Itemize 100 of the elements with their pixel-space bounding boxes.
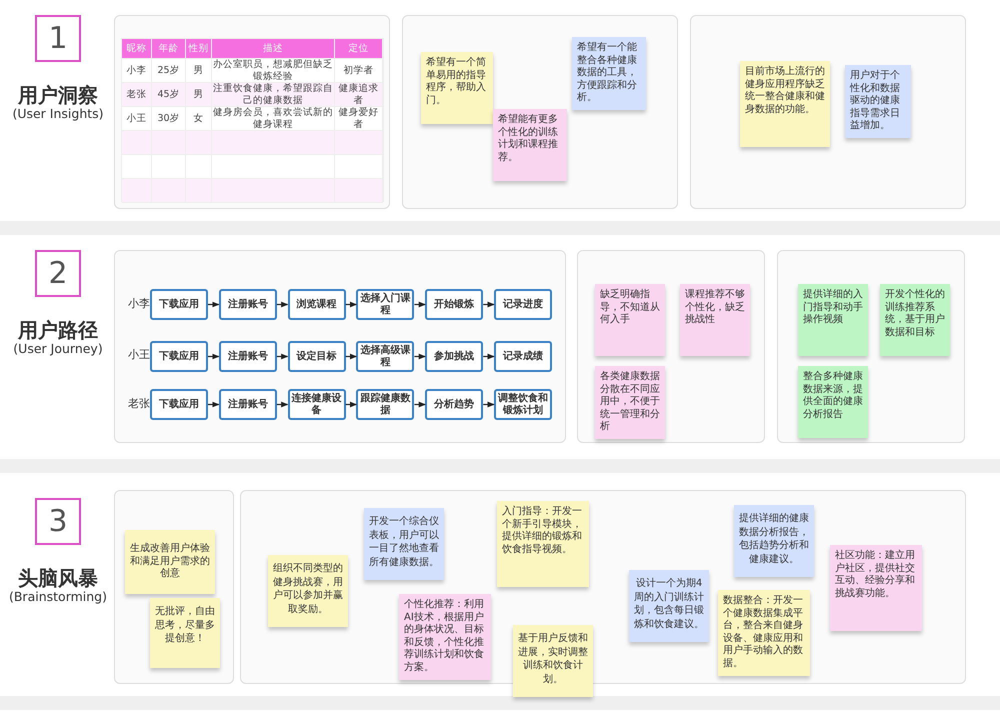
step-text: 选择高级课程 xyxy=(359,344,412,368)
table-cell: 女 xyxy=(186,107,212,131)
table-cell: 45岁 xyxy=(152,83,186,107)
table-cell: 男 xyxy=(186,59,212,83)
sticky-note xyxy=(595,284,665,356)
note-text: 各类健康数据分散在不同应用中，不便于统一管理和分析 xyxy=(600,371,660,432)
section-subtitle: (User Insights) xyxy=(11,106,105,121)
step-text: 记录成绩 xyxy=(503,350,543,362)
arrow xyxy=(346,402,358,408)
arrow xyxy=(483,302,495,308)
process-box xyxy=(150,289,208,320)
sticky-note xyxy=(497,501,589,587)
header-cell: 定位 xyxy=(335,39,383,59)
sticky-note xyxy=(595,366,665,438)
number-badge xyxy=(35,250,81,297)
note-text: 缺乏明确指导，不知道从何入手 xyxy=(600,289,660,325)
sticky-note xyxy=(798,366,868,438)
sticky-note xyxy=(150,598,220,668)
step-text: 调整饮食和锻炼计划 xyxy=(496,392,549,416)
panel-background xyxy=(240,490,966,684)
note-text: 生成改善用户体验和满足用户需求的创意 xyxy=(130,543,210,581)
arrow xyxy=(208,302,220,308)
step-text: 选择入门课程 xyxy=(359,292,412,316)
arrow xyxy=(414,402,426,408)
process-box xyxy=(218,341,277,372)
table-cell: 健身房会员，喜欢尝试新的健身课程 xyxy=(212,107,335,131)
panel-background xyxy=(114,15,390,209)
table-cell: 25岁 xyxy=(152,59,186,83)
note-text: 目前市场上流行的健身应用程序缺乏统一整合健康和健身数据的功能。 xyxy=(745,66,825,114)
step-text: 跟踪健康数据 xyxy=(359,392,412,416)
note-text: 希望能有更多个性化的训练计划和课程推荐。 xyxy=(498,114,558,162)
process-box xyxy=(218,289,277,320)
sticky-note xyxy=(268,555,348,627)
arrow xyxy=(276,402,288,408)
table-cell: 30岁 xyxy=(152,107,186,131)
step-text: 连接健康设备 xyxy=(290,392,343,416)
sticky-note xyxy=(740,61,830,147)
process-box xyxy=(218,389,277,420)
step-text: 记录进度 xyxy=(503,298,543,310)
section-title: 用户路径 xyxy=(16,317,99,344)
sticky-note xyxy=(680,284,750,356)
arrow xyxy=(346,302,358,308)
note-text: 整合多种健康数据来源，提供全面的健康分析报告 xyxy=(803,371,863,420)
process-box xyxy=(425,389,484,420)
number-badge xyxy=(35,498,81,545)
step-text: 分析趋势 xyxy=(434,398,474,410)
section-subtitle: (Brainstorming) xyxy=(8,589,108,604)
table-cell: 健身爱好者 xyxy=(335,107,383,131)
arrow xyxy=(276,302,288,308)
sticky-note xyxy=(364,508,444,580)
table-cell: 注重饮食健康，希望跟踪自己的健康数据 xyxy=(212,83,335,107)
note-text: 个性化推荐：利用AI技术，根据用户的身体状况、目标和反馈，个性化推荐训练计划和饮食方案。 xyxy=(404,599,484,672)
table-cell: 健康追求者 xyxy=(335,83,383,107)
table-cell: 小李 xyxy=(122,59,152,83)
sticky-note xyxy=(399,594,491,680)
step-text: 参加挑战 xyxy=(434,350,474,362)
note-text: 开发个性化的训练推荐系统，基于用户数据和目标 xyxy=(885,289,945,338)
header-cell: 描述 xyxy=(212,39,335,59)
number-badge xyxy=(35,15,81,62)
panel-background xyxy=(114,490,234,684)
section-number: 2 xyxy=(48,256,68,291)
arrow xyxy=(483,402,495,408)
sticky-note xyxy=(830,545,922,631)
row-label: 小李 xyxy=(128,296,150,311)
panel-background xyxy=(402,15,678,209)
table-cell: 男 xyxy=(186,83,212,107)
note-text: 入门指导：开发一个新手引导模块，提供详细的锻炼和饮食指导视频。 xyxy=(502,506,582,554)
step-text: 下载应用 xyxy=(159,398,199,410)
row-label: 老张 xyxy=(128,396,150,411)
sticky-note xyxy=(513,625,593,697)
process-box xyxy=(150,389,208,420)
panel-background xyxy=(577,250,765,443)
sticky-note xyxy=(421,52,493,124)
process-box xyxy=(494,341,552,372)
arrow xyxy=(276,354,288,360)
step-text: 浏览课程 xyxy=(296,298,337,310)
step-text: 下载应用 xyxy=(159,350,199,362)
arrow xyxy=(483,354,495,360)
arrow xyxy=(346,354,358,360)
note-text: 希望有一个能整合各种健康数据的工具，方便跟踪和分析。 xyxy=(577,42,637,103)
note-text: 用户对于个性化和数据驱动的健康指导需求日益增加。 xyxy=(850,70,900,131)
process-box xyxy=(494,289,552,320)
section-title: 头脑风暴 xyxy=(17,565,99,592)
note-text: 希望有一个简单易用的指导程序，帮助入门。 xyxy=(426,57,486,106)
sticky-note xyxy=(629,570,709,642)
note-text: 提供详细的健康数据分析报告，包括趋势分析和健康建议。 xyxy=(739,513,809,564)
process-box xyxy=(288,289,346,320)
process-box xyxy=(425,289,484,320)
panel-background xyxy=(777,250,965,443)
step-text: 注册账号 xyxy=(228,298,268,310)
sticky-note xyxy=(125,530,215,594)
sticky-note xyxy=(845,65,911,138)
process-box xyxy=(150,341,208,372)
section-number: 1 xyxy=(48,21,68,56)
arrow xyxy=(208,354,220,360)
table-cell: 初学者 xyxy=(335,59,383,83)
step-text: 注册账号 xyxy=(228,350,268,362)
section-number: 3 xyxy=(48,504,68,539)
note-text: 组织不同类型的健身挑战赛，用户可以参加并赢取奖励。 xyxy=(273,563,343,614)
table-cell: 小王 xyxy=(122,107,152,131)
